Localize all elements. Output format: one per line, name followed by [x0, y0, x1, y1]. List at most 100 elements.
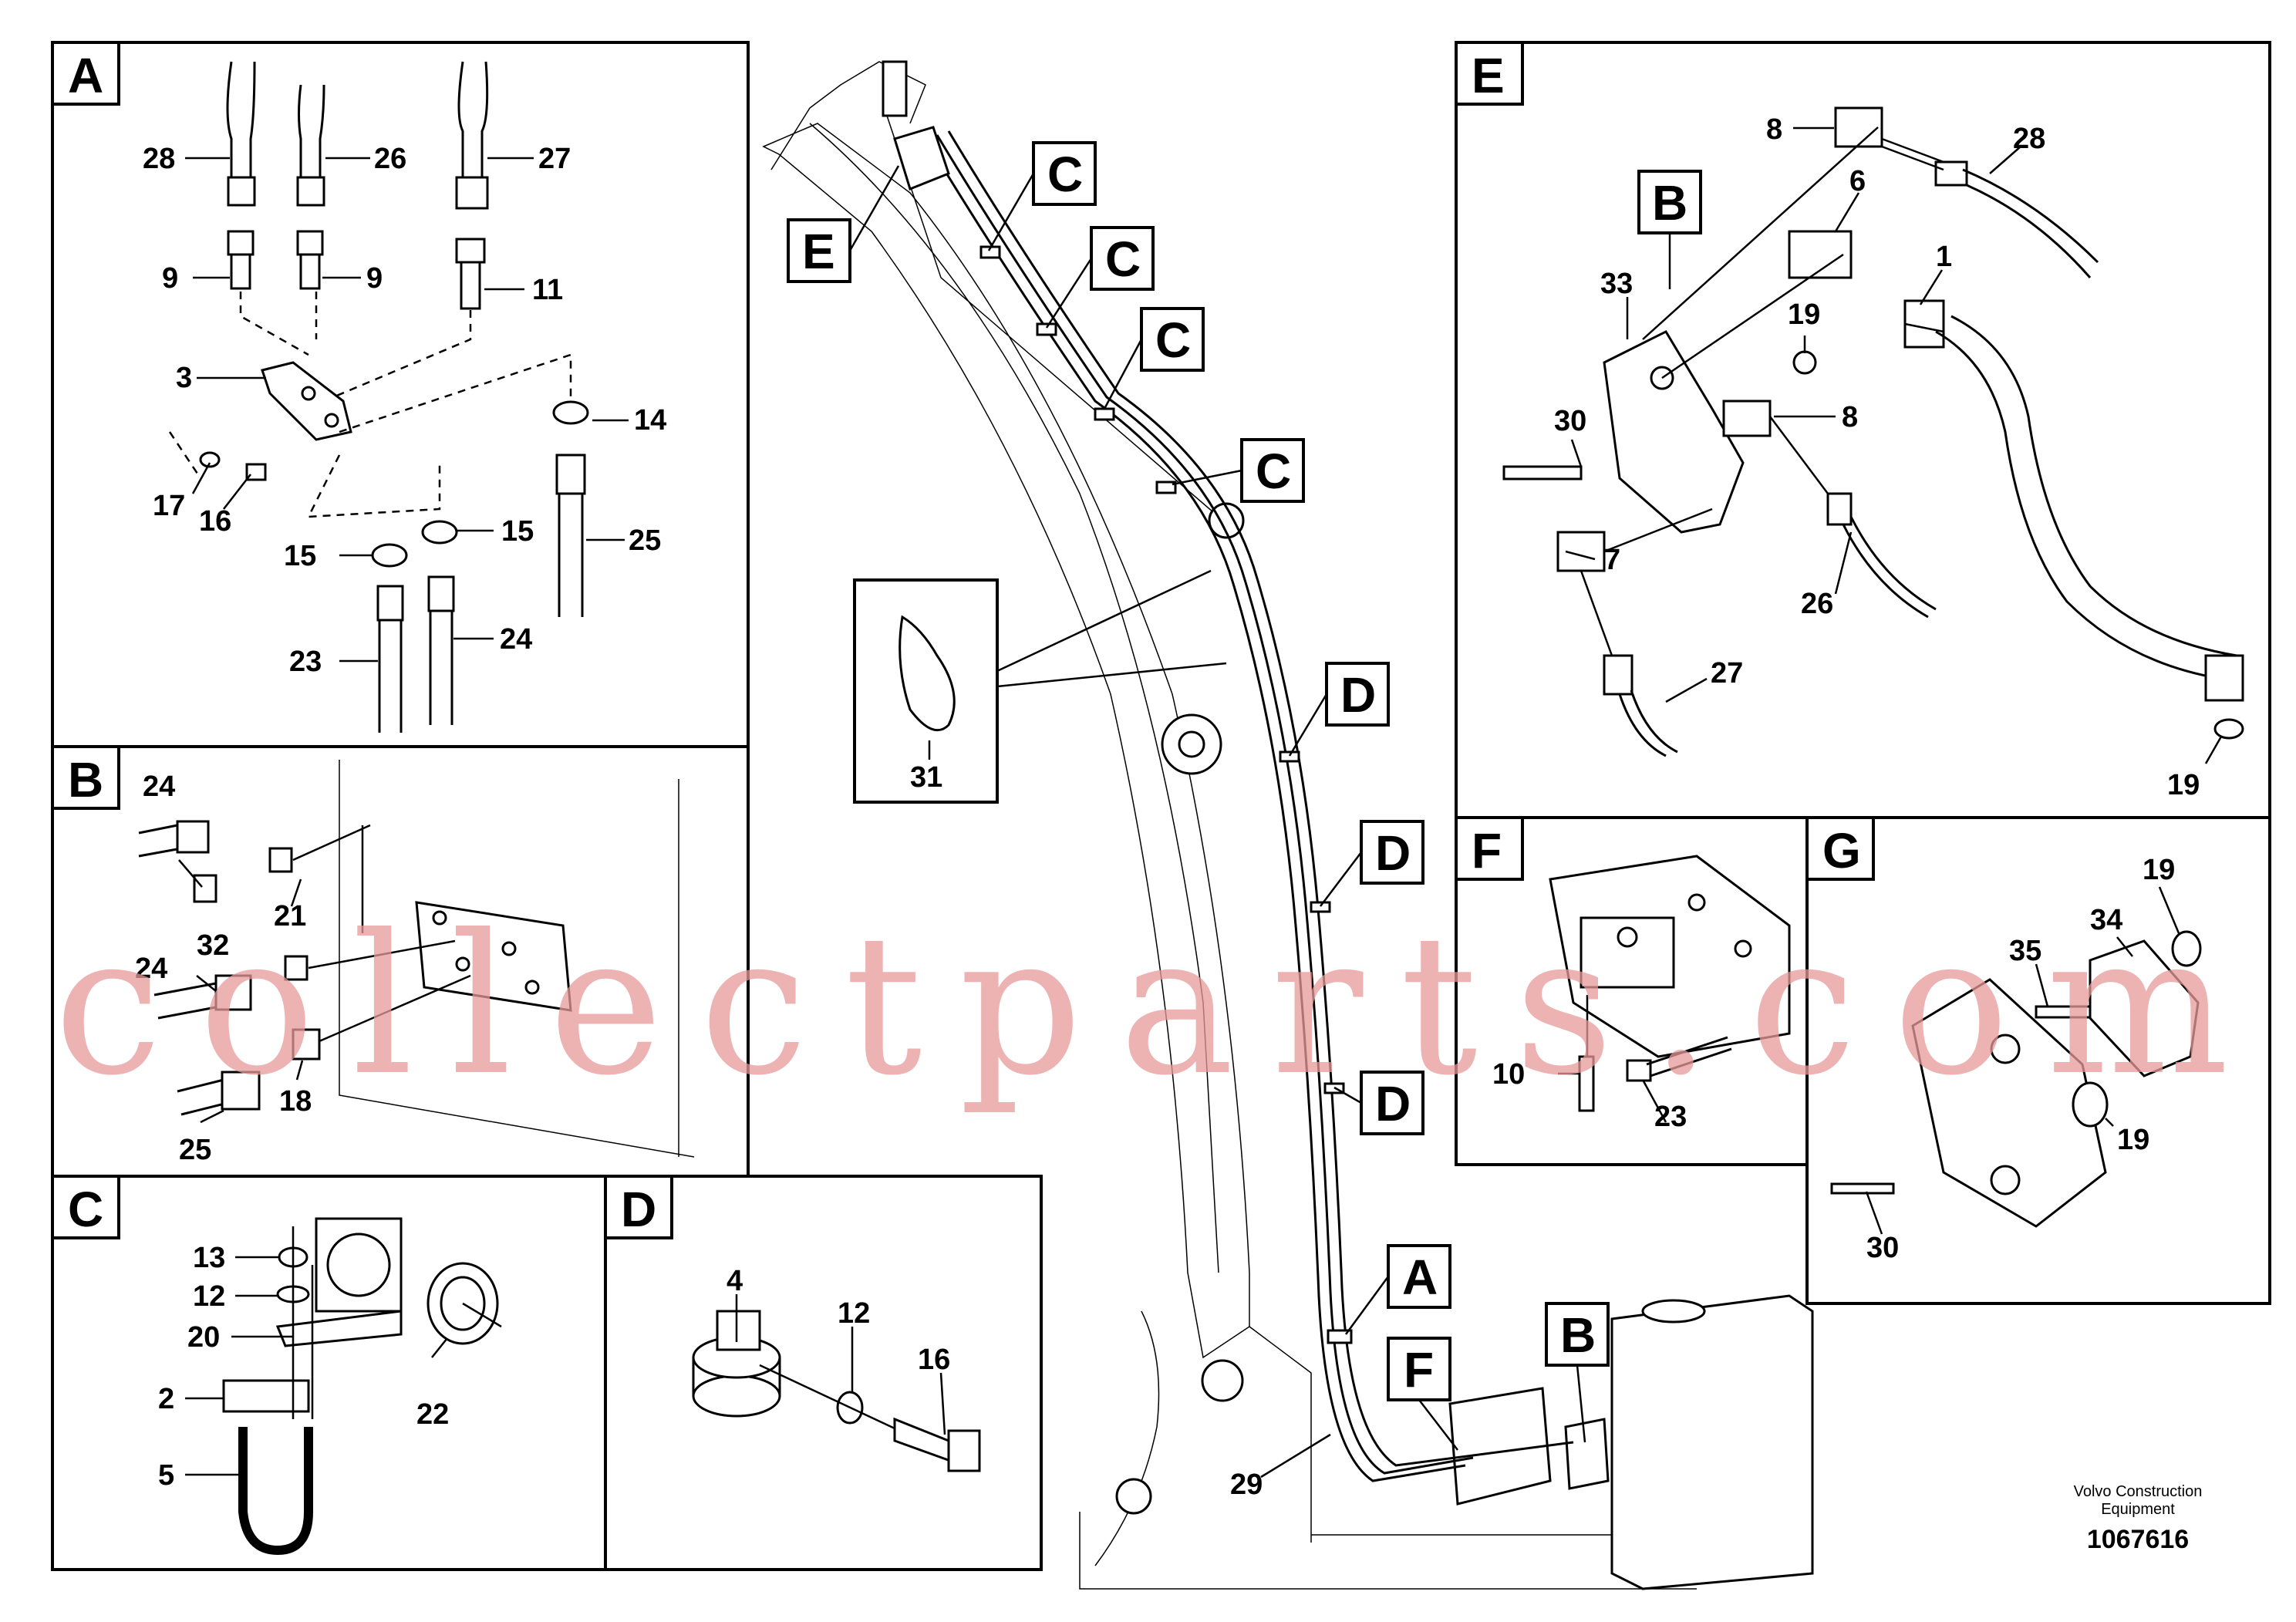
nut-28	[227, 176, 256, 207]
boom-head	[770, 61, 926, 170]
boom-inner-line	[809, 123, 1219, 1273]
callout-a-9b: 9	[366, 262, 383, 295]
fitting-28-e	[1934, 160, 1968, 187]
adapter-9b	[296, 230, 324, 256]
callout-f-10: 10	[1492, 1058, 1525, 1091]
bracket-20-base	[275, 1310, 403, 1347]
panel-c-leaders	[185, 1226, 502, 1476]
panel-a-letter-box	[51, 41, 120, 106]
callout-e-26: 26	[1801, 588, 1833, 620]
panel-g-leaders	[1865, 886, 2180, 1235]
callout-a-27: 27	[538, 143, 571, 175]
boom-foot	[1094, 1310, 1312, 1566]
boom-cylinder-pin	[1115, 1478, 1152, 1515]
panel-e: E B 8 28 6 33 1 19 30 8 7 26 27 19	[1455, 41, 2271, 819]
clamp-d1	[1279, 750, 1300, 763]
tag-d-3: D	[1375, 1076, 1411, 1131]
tag-c-3: C	[1155, 312, 1191, 368]
hose-26	[298, 84, 325, 177]
callout-f-23: 23	[1654, 1101, 1687, 1133]
hose-28	[226, 61, 256, 177]
elbow-7	[1556, 531, 1606, 572]
bolt-30-e	[1502, 465, 1583, 481]
assembly-lines-upper	[239, 292, 472, 403]
fitting-23	[376, 585, 404, 622]
boom-pivot-mid-inner	[1178, 730, 1205, 758]
callout-c-2: 2	[158, 1383, 174, 1415]
hoses-23-24	[378, 611, 453, 733]
clamp-4-bottom	[692, 1374, 781, 1418]
tag-c-2-box	[1090, 226, 1155, 291]
panel-e-assembly-lines	[1580, 126, 1944, 656]
callout-a-11: 11	[532, 274, 563, 306]
oring-19-g1	[2171, 930, 2202, 967]
callout-b-24b: 24	[135, 953, 167, 985]
callout-29: 29	[1230, 1469, 1263, 1501]
adapter-9a-thread	[230, 253, 251, 290]
callout-d-16: 16	[918, 1344, 950, 1376]
hose-1-end	[2204, 654, 2244, 702]
plate-outline	[339, 760, 695, 1158]
hose-25	[558, 494, 584, 617]
tag-d-3-box	[1360, 1071, 1424, 1135]
control-valve-main	[1448, 1387, 1552, 1506]
tag-b: B	[1560, 1307, 1596, 1363]
tag-c-3-box	[1140, 307, 1205, 372]
hydraulic-tank	[1610, 1294, 1814, 1590]
tag-d-2-box	[1360, 820, 1424, 885]
tag-a: A	[1402, 1249, 1438, 1305]
panel-b-assembly-lines	[292, 824, 471, 1043]
callout-c-22: 22	[416, 1398, 449, 1431]
panel-b-letter-box	[51, 745, 120, 810]
callout-e-27: 27	[1711, 657, 1743, 690]
fitting-25	[555, 454, 586, 495]
main-tag-leaders	[848, 165, 1586, 1451]
callout-b-32: 32	[197, 929, 229, 962]
panel-f-letter: F	[1472, 823, 1502, 878]
washer-17	[199, 451, 221, 468]
callout-a-28: 28	[143, 143, 175, 175]
tag-d-1-box	[1325, 662, 1390, 727]
fitting-25-b	[221, 1071, 261, 1111]
callout-a-26: 26	[374, 143, 406, 175]
callout-a-9a: 9	[162, 262, 178, 295]
tag-c-1: C	[1047, 147, 1083, 202]
valve-port-g1	[1990, 1034, 2021, 1064]
tag-d-1: D	[1340, 667, 1376, 723]
footer: Volvo Construction Equipment 1067616	[2074, 1483, 2203, 1554]
panel-g: G 34 19 35 19 30	[1805, 816, 2271, 1305]
callout-b-21: 21	[274, 900, 306, 932]
callout-a-23: 23	[289, 646, 322, 678]
maker-line2: Equipment	[2101, 1501, 2175, 1518]
callout-b-18: 18	[279, 1085, 312, 1118]
bolt-35	[2035, 1005, 2092, 1019]
bracket-hole-2	[324, 413, 339, 428]
bolt-30-g	[1830, 1182, 1895, 1195]
callout-31: 31	[910, 761, 942, 794]
u-bolt-5	[238, 1427, 313, 1556]
bolt-16-d-head	[947, 1429, 981, 1472]
callout-e-30: 30	[1554, 405, 1586, 437]
callout-g-19a: 19	[2143, 854, 2175, 886]
fitting-18	[292, 1028, 321, 1061]
tag-c-1-box	[1032, 141, 1097, 206]
panel-e-letter: E	[1472, 48, 1505, 103]
plate-hole-4	[524, 980, 540, 995]
callout-a-15a: 15	[284, 540, 316, 572]
nut-15a	[371, 543, 408, 568]
drawing-number: 1067616	[2087, 1525, 2189, 1554]
tag-e: E	[802, 224, 835, 279]
clamp-c2	[1036, 322, 1057, 336]
hose-bundle-1	[924, 138, 1466, 1482]
panel-a-leaders	[185, 157, 629, 663]
assembly-lines-lower	[168, 353, 572, 518]
callout-d-4: 4	[727, 1265, 743, 1297]
panel-a: A 28 26 27 9 9 11 3 14 17 16 15 15 25 23…	[51, 41, 750, 748]
adapter-11	[455, 238, 486, 264]
callout-e-19a: 19	[1788, 298, 1820, 331]
callout-b-24a: 24	[143, 771, 175, 803]
adapter-9a	[227, 230, 255, 256]
hose-1	[1935, 315, 2237, 680]
panel-f-letter-box	[1455, 816, 1524, 881]
